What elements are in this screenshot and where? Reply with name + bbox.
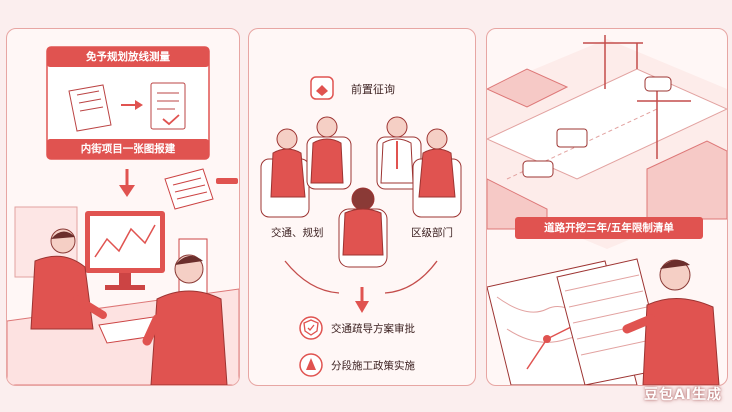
monitor-icon — [85, 211, 165, 290]
arrow-down-icon — [119, 169, 135, 197]
car-icon — [522, 76, 672, 178]
step-traffic-approval: 交通疏导方案审批 — [331, 323, 415, 335]
person-inspector — [622, 259, 720, 385]
panel2-illustration — [260, 76, 462, 377]
step-phased-construction: 分段施工政策实施 — [331, 360, 415, 372]
traffic-planning-label: 交通、规划 — [271, 227, 324, 239]
person-engineer-right — [142, 254, 228, 385]
shield-check-icon — [299, 316, 323, 340]
panel-consultation: 前置征询 交通、规划 区级部门 交通疏导方案审批 分段施工政策实施 — [248, 28, 476, 386]
watermark-text: 豆包AI生成 — [643, 387, 722, 403]
arrow-down-icon — [355, 287, 369, 313]
crane-icon — [583, 35, 691, 159]
person-engineer-left — [30, 228, 107, 330]
panel-excavation-list: 道路开挖三年/五年限制清单 — [486, 28, 728, 386]
paper-stack-icon — [164, 168, 214, 210]
panel-connector — [216, 178, 238, 184]
consultation-box-icon — [310, 76, 334, 100]
panel1-illustration — [7, 46, 239, 385]
panel3-illustration — [487, 35, 727, 385]
district-departments-label: 区级部门 — [411, 227, 453, 239]
road-cone-icon — [299, 353, 323, 377]
restriction-list-document — [487, 258, 666, 385]
survey-exemption-banner: 免予规划放线测量 — [47, 47, 209, 67]
consultation-title: 前置征询 — [351, 83, 395, 96]
arrow-right-icon — [121, 100, 143, 110]
document-before-icon — [68, 84, 112, 132]
document-after-icon — [150, 82, 186, 130]
excavation-limit-banner: 道路开挖三年/五年限制清单 — [515, 217, 703, 239]
panel-survey-exemption: 免予规划放线测量 内街项目一张图报建 — [6, 28, 240, 386]
one-map-banner: 内街项目一张图报建 — [47, 139, 209, 159]
